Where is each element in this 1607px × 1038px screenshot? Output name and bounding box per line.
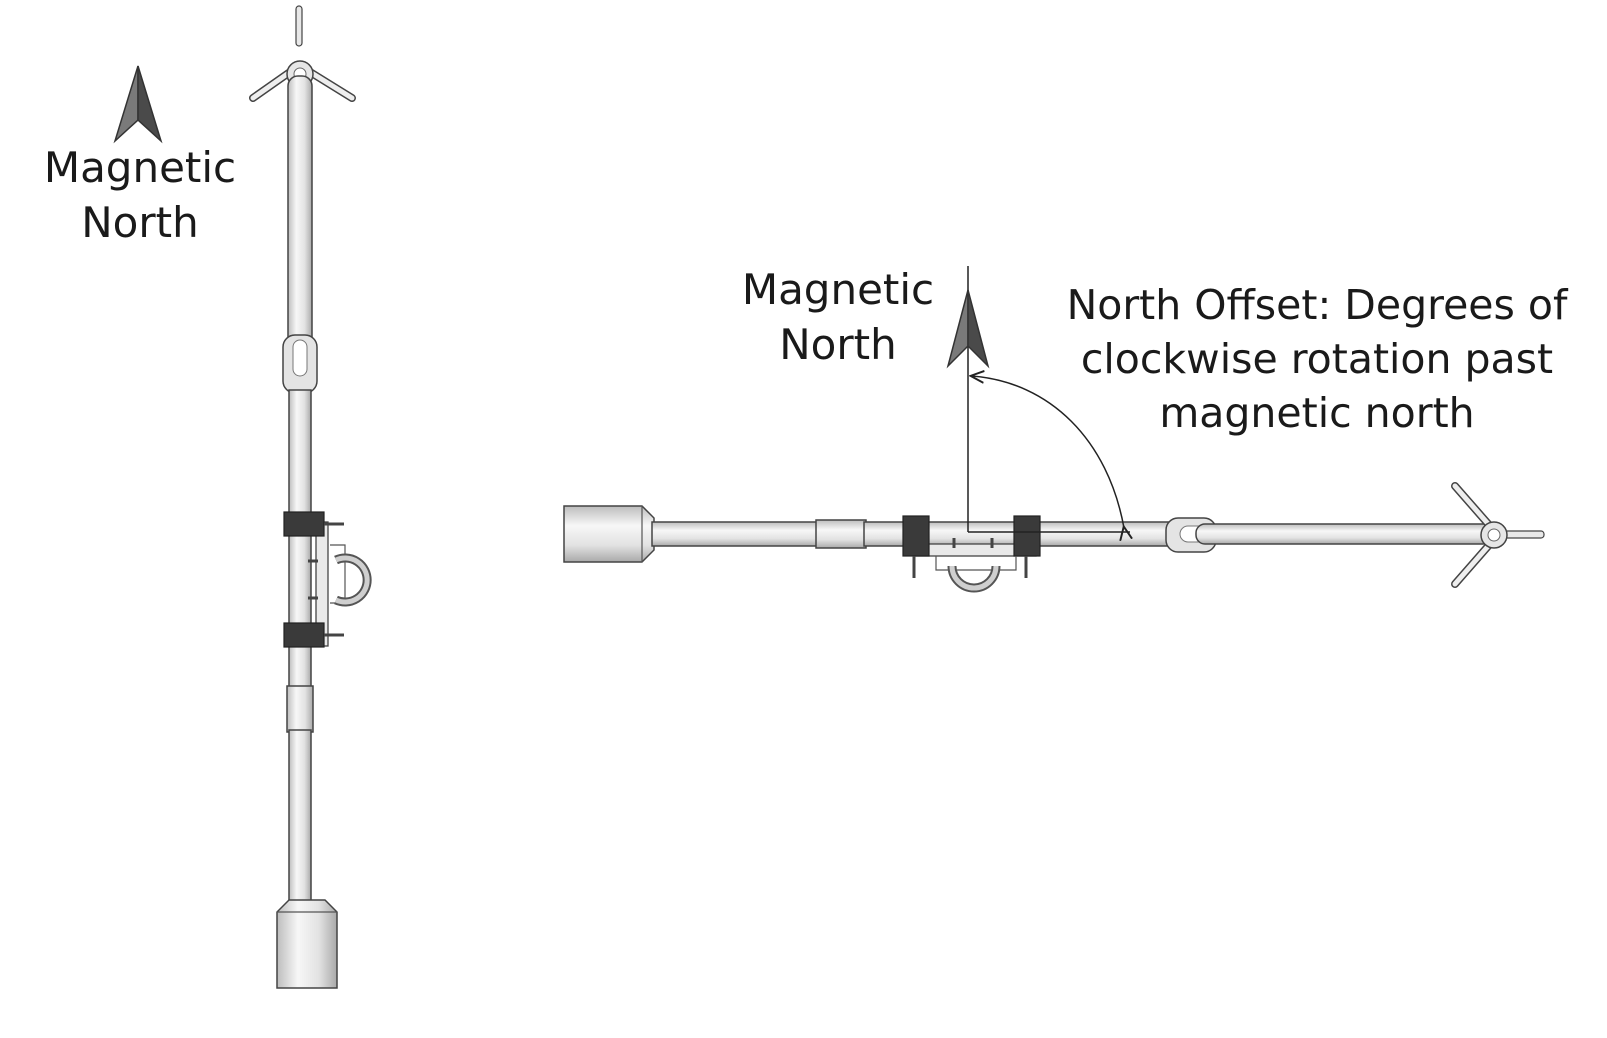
vertical-assembly <box>113 5 372 989</box>
north-offset-arc <box>972 376 1124 528</box>
base-cylinder <box>276 899 338 989</box>
upper-arm-horizontal <box>1195 523 1493 545</box>
mounting-bracket <box>283 511 372 648</box>
magnetic-north-label-right: Magnetic North <box>728 262 948 373</box>
magnetic-north-label-left: Magnetic North <box>20 140 260 251</box>
wind-vane-icon-right <box>1451 482 1545 588</box>
label-line: clockwise rotation past <box>1080 335 1554 384</box>
north-offset-label: North Offset: Degrees of clockwise rotat… <box>1030 278 1604 440</box>
label-line: magnetic north <box>1159 389 1475 438</box>
north-arrow-icon <box>113 65 163 144</box>
label-line: North <box>779 320 897 370</box>
label-line: North Offset: Degrees of <box>1066 281 1568 329</box>
horizontal-assembly <box>563 266 1545 593</box>
north-arrow-icon-right <box>946 289 990 369</box>
base-cylinder-horizontal <box>563 505 655 563</box>
upper-arm <box>287 75 313 361</box>
label-line: Magnetic <box>43 143 237 192</box>
label-line: Magnetic <box>741 265 935 314</box>
label-line: North <box>81 198 199 248</box>
